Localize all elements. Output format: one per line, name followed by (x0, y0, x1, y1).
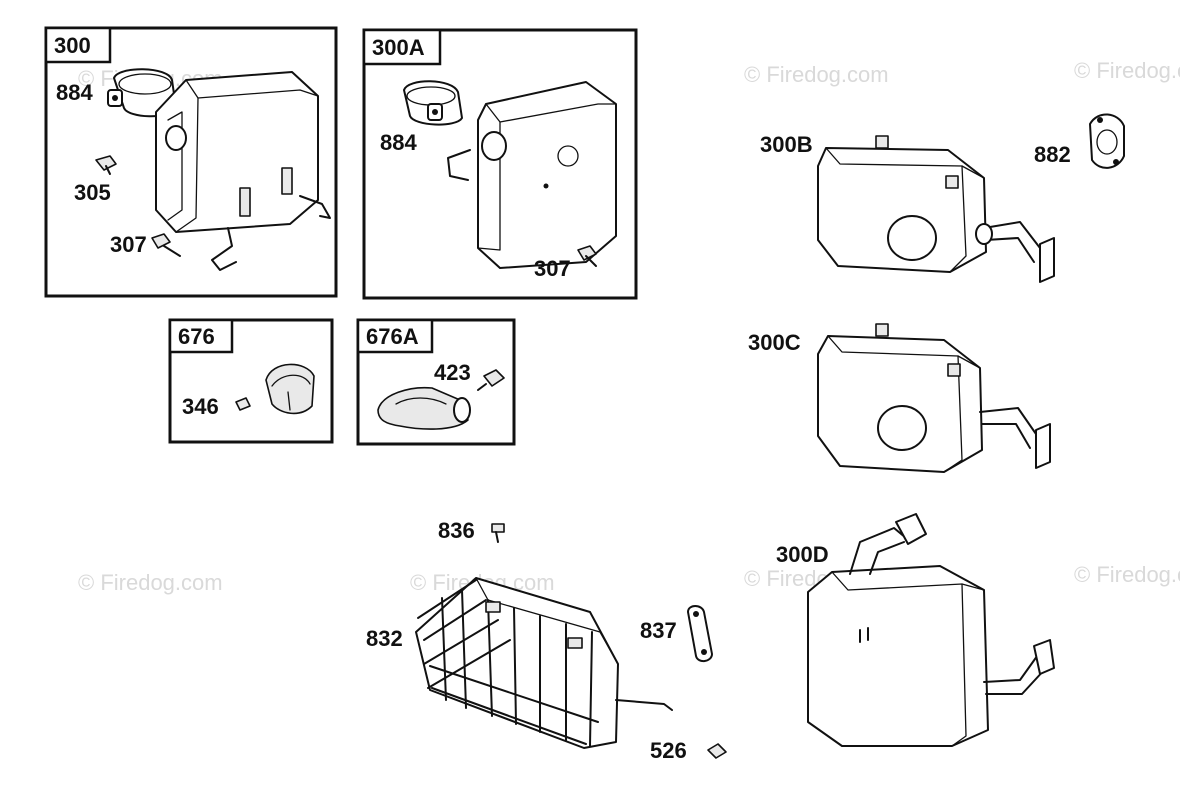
watermark-text: © Firedog.com (1074, 58, 1180, 83)
part-label-300D: 300D (776, 542, 829, 567)
part-label-884: 884 (56, 80, 93, 105)
part-label-307: 307 (110, 232, 147, 257)
screw-346 (235, 397, 251, 411)
part-label-836: 836 (438, 518, 475, 543)
watermark-text: © Firedog.com (1074, 562, 1180, 587)
part-label-526: 526 (650, 738, 687, 763)
part-label-300C: 300C (748, 330, 801, 355)
part-label-423: 423 (434, 360, 471, 385)
muffler-300B (817, 135, 1055, 283)
box-676: 676 346 (168, 318, 334, 444)
clamp-884 (107, 68, 177, 118)
watermark-text: © Firedog.com (744, 62, 889, 87)
deflector-676 (265, 363, 315, 415)
deflector-676A (377, 386, 471, 430)
box-676A: 676A 423 (356, 318, 516, 446)
screw-307 (577, 245, 597, 267)
box-tag (44, 26, 112, 64)
screw-307 (151, 233, 181, 257)
part-label-300B: 300B (760, 132, 813, 157)
box-frame (356, 318, 516, 446)
part-label-882: 882 (1034, 142, 1071, 167)
part-label-305: 305 (74, 180, 111, 205)
screw-836 (491, 523, 505, 543)
part-label-307: 307 (534, 256, 571, 281)
watermark-text: © Firedog.com (78, 570, 223, 595)
box-frame (362, 28, 638, 300)
muffler-300A (447, 81, 617, 269)
screw-305 (95, 155, 117, 175)
nut-526 (707, 743, 727, 759)
muffler-300 (155, 71, 331, 271)
box-300: 300 884 305 30 (44, 26, 338, 298)
part-label-837: 837 (640, 618, 677, 643)
box-300A: 300A 884 307 (362, 28, 638, 300)
clamp-884 (403, 80, 463, 126)
box-frame (44, 26, 338, 298)
muffler-300C (817, 323, 1051, 473)
box-label-300A: 300A (372, 35, 425, 60)
part-label-832: 832 (366, 626, 403, 651)
gasket-882 (1089, 113, 1125, 169)
part-label-884: 884 (380, 130, 417, 155)
box-frame (168, 318, 334, 444)
box-label-676A: 676A (366, 324, 419, 349)
strap-837 (687, 605, 713, 662)
box-tag (362, 28, 442, 66)
screw-423 (477, 369, 505, 391)
box-label-300: 300 (54, 33, 91, 58)
box-tag (168, 318, 234, 354)
box-tag (356, 318, 434, 354)
guard-832 (415, 577, 673, 749)
box-label-676: 676 (178, 324, 215, 349)
muffler-300D (807, 513, 1055, 747)
part-label-346: 346 (182, 394, 219, 419)
